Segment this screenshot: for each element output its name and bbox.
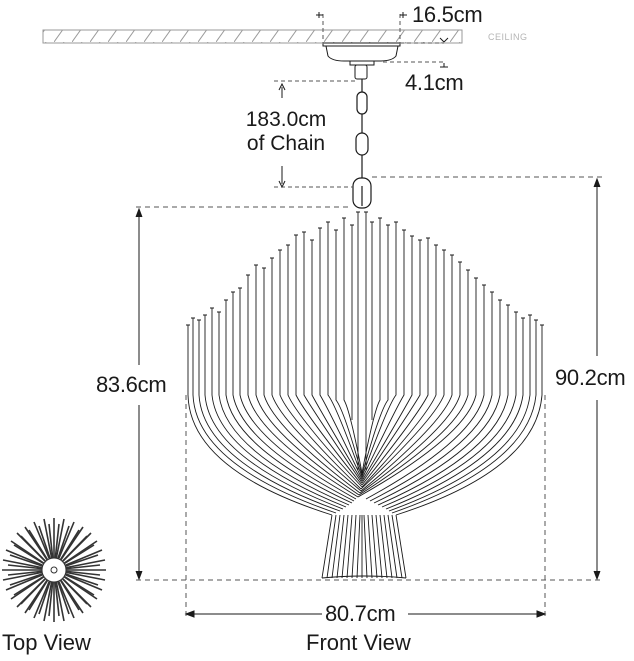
ceiling-label: CEILING bbox=[488, 32, 528, 42]
canopy-height-dimension bbox=[383, 37, 449, 68]
chain-length-suffix: of Chain bbox=[246, 132, 326, 155]
canopy-width-label: 16.5cm bbox=[412, 2, 483, 27]
overall-height-dimension bbox=[593, 177, 601, 581]
chandelier-top-view bbox=[2, 518, 106, 622]
top-view-label: Top View bbox=[2, 630, 91, 655]
fixture-height-label: 83.6cm bbox=[96, 372, 167, 397]
chain-length-label: 183.0cm of Chain bbox=[236, 108, 336, 156]
fixture-width-dimension bbox=[184, 610, 547, 618]
chandelier-front-view bbox=[186, 211, 544, 579]
chain bbox=[352, 79, 372, 209]
overall-height-label: 90.2cm bbox=[555, 365, 626, 390]
front-view-label: Front View bbox=[306, 630, 411, 655]
chain-length-dimension bbox=[274, 80, 358, 189]
ceiling bbox=[42, 29, 463, 44]
width-extension-lines bbox=[185, 395, 546, 620]
chain-length-value: 183.0cm bbox=[245, 108, 327, 131]
canopy-height-label: 4.1cm bbox=[405, 70, 464, 95]
canopy bbox=[322, 42, 401, 80]
top-reference-lines bbox=[136, 176, 604, 208]
fixture-height-dimension bbox=[135, 207, 143, 581]
fixture-width-label: 80.7cm bbox=[325, 601, 396, 626]
canopy-width-dimension bbox=[316, 12, 407, 44]
